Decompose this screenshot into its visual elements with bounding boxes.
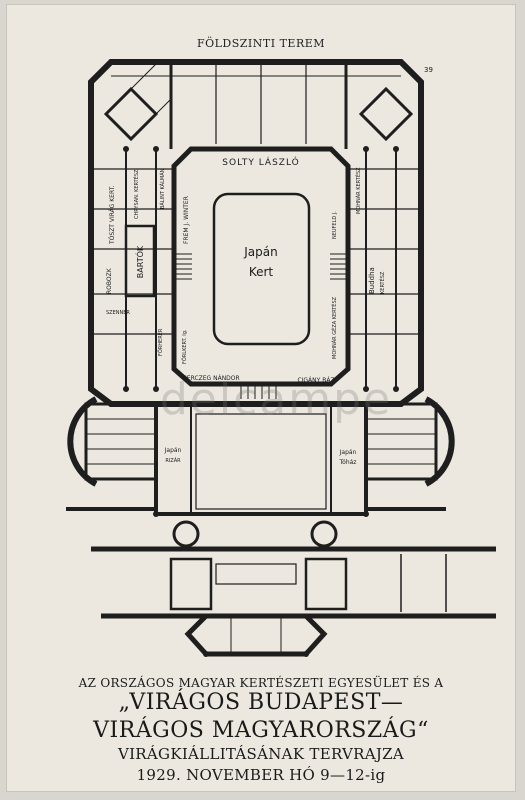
label-lower-right-1: Japán (339, 449, 357, 456)
label-lower-left-2: RIZÁR (165, 457, 181, 464)
label-left-lower-2: FÖRLKERT. Ig. (181, 329, 188, 364)
label-bottom-left: HERCZEG NÁNDOR (182, 375, 239, 382)
floor-plan: SOLTY LÁSZLÓ 39 Japán Kert BARTÓK ROBOZK… (66, 59, 496, 657)
label-left-col-1: ROBOZK (106, 267, 113, 294)
label-lower-left-1: Japán (164, 447, 182, 454)
floor-heading: FÖLDSZINTI TEREM (196, 37, 326, 50)
label-left-col-2: TÓSZT VIRÁG KERT. (109, 185, 116, 245)
label-buddha-2: KERTÉSZ (378, 271, 386, 294)
label-top: SOLTY LÁSZLÓ (222, 156, 299, 168)
caption-line-3: VIRÁGOS MAGYARORSZÁG“ (93, 718, 429, 743)
left-apse (67, 396, 98, 487)
label-garden-1: Japán (243, 245, 277, 259)
label-right-col-3: MOHNÁR GÉZA KERTÉSZ (330, 296, 338, 359)
label-left-lower-1: FÖRHERER (157, 328, 164, 356)
label-stamp: 39 (424, 66, 433, 74)
inner-court-wall (171, 146, 351, 387)
label-left-col-5: FREM J. WINTER (183, 196, 190, 244)
label-left-col-3: CHRYSAN. KERTÉSZ (132, 169, 140, 219)
label-buddha-1: Buddha (368, 267, 376, 294)
caption-line-2: „VIRÁGOS BUDAPEST— (118, 690, 404, 715)
label-left-small: SZENNER (106, 310, 130, 316)
right-apse (424, 396, 455, 487)
label-lower-right-2: Tóház (339, 459, 357, 466)
document-sheet: FÖLDSZINTI TEREM (6, 4, 516, 792)
bartok-room (124, 224, 156, 298)
label-left-col-4: BÁLINT KÁLMÁN (159, 168, 166, 209)
label-bartok: BARTÓK (134, 245, 145, 278)
outer-wall (88, 59, 424, 407)
label-garden-2: Kert (249, 265, 274, 279)
bottom-octagon (184, 613, 328, 657)
japanese-garden (212, 192, 311, 346)
label-right-col-1: NEUFELD J. (332, 211, 338, 239)
caption-line-5: 1929. NOVEMBER HÓ 9—12-ig (136, 766, 386, 784)
label-right-col-2: MOHNÁR KERTÉSZ (354, 167, 362, 214)
caption-line-4: VIRÁGKIÁLLITÁSÁNAK TERVRAJZA (117, 745, 405, 763)
caption-line-1: AZ ORSZÁGOS MAGYAR KERTÉSZETI EGYESÜLET … (78, 676, 444, 690)
label-bottom-right: CIGÁNY BÁZ (297, 377, 334, 384)
